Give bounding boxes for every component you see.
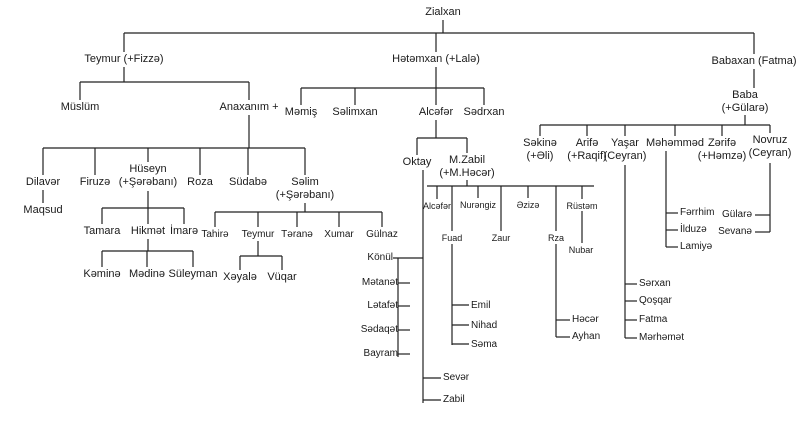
node-yasar: Yaşar (Ceyran): [603, 137, 647, 162]
node-kemine: Kəminə: [83, 268, 121, 280]
node-memmed: Məhəmməd: [645, 137, 705, 149]
node-suleyman: Süleyman: [168, 268, 218, 280]
node-konul: Könül: [367, 252, 393, 263]
node-hetemxan: Hətəmxan (+Lalə): [392, 53, 480, 65]
node-maqsud: Maqsud: [23, 204, 63, 216]
node-sekine: Səkinə (+Əli): [523, 137, 557, 162]
node-xeyale: Xəyalə: [223, 271, 257, 283]
node-nihad: Nihad: [471, 320, 498, 331]
node-letafet: Lətafət: [367, 300, 398, 311]
node-zerife: Zərifə (+Həmzə): [697, 137, 747, 162]
node-dilaver: Dilavər: [25, 176, 61, 188]
node-novruz: Novruz (Ceyran): [748, 134, 792, 159]
node-roza: Roza: [187, 176, 213, 188]
node-huseyn: Hüseyn (+Şərəbanı): [118, 163, 178, 188]
node-merhemet: Mərhəmət: [639, 332, 685, 343]
node-fatma: Fatma: [639, 314, 668, 325]
node-baba: Baba (+Gülarə): [721, 89, 769, 114]
node-medine: Mədinə: [128, 268, 166, 280]
node-vuqar: Vüqar: [267, 271, 297, 283]
node-nurengiz: Nurəngiz: [459, 200, 497, 210]
node-selimxan: Səlimxan: [332, 106, 378, 118]
node-terane: Təranə: [281, 229, 313, 240]
node-sever: Sevər: [443, 372, 470, 383]
node-ilduze: İlduzə: [680, 224, 707, 235]
node-seme: Səma: [471, 339, 498, 350]
node-selim: Səlim (+Şərəbanı): [275, 176, 335, 201]
node-ayhan: Ayhan: [572, 331, 601, 342]
node-firuze: Firuzə: [79, 176, 111, 188]
node-fuad: Fuad: [441, 233, 463, 243]
node-anaxanim: Anaxanım +: [219, 101, 279, 113]
node-bayram: Bayram: [363, 348, 398, 359]
node-zialxan: Zialxan: [425, 6, 461, 18]
node-lamiye: Lamiyə: [680, 241, 713, 252]
node-metanet: Mətanət: [361, 277, 398, 288]
node-teymur: Teymur (+Fizzə): [84, 53, 164, 65]
node-xumar: Xumar: [324, 229, 354, 240]
node-tahire: Tahirə: [201, 229, 229, 240]
node-hikmet: Hikmət: [130, 225, 166, 237]
node-imare: İmarə: [169, 225, 199, 237]
node-nubar: Nubar: [568, 245, 594, 255]
node-sudabe: Südabə: [229, 176, 267, 188]
node-gulare: Gülarə: [721, 209, 752, 220]
node-ezize: Əzizə: [516, 200, 540, 210]
node-oktay: Oktay: [402, 156, 432, 168]
node-sevane: Sevanə: [718, 226, 752, 237]
node-tamara: Tamara: [83, 225, 121, 237]
node-teymur2: Teymur: [241, 229, 275, 240]
node-arife: Arifə (+Raqif): [567, 137, 607, 162]
node-gulnaz: Gülnaz: [366, 229, 398, 240]
node-memis: Məmiş: [284, 106, 318, 118]
node-qosqar: Qoşqar: [639, 295, 672, 306]
node-serxan: Sərxan: [639, 278, 671, 289]
node-alcefer: Alcəfər: [418, 106, 454, 118]
node-muslum: Müslüm: [60, 101, 100, 113]
node-zaur: Zaur: [491, 233, 511, 243]
node-sedrxan: Sədrxan: [463, 106, 505, 118]
node-hecer: Həcər: [572, 314, 599, 325]
node-rustem: Rüstəm: [566, 201, 598, 211]
node-alcefer2: Alcəfər: [422, 201, 452, 211]
node-ferrahim: Fərrhim: [680, 207, 715, 218]
node-zabil: Zabil: [443, 394, 465, 405]
node-sedaqet: Sədaqət: [360, 324, 398, 335]
node-rza: Rza: [547, 233, 565, 243]
node-mzabil: M.Zabil (+M.Həcər): [439, 154, 495, 179]
node-babaxan: Babaxan (Fatma): [711, 55, 797, 67]
node-emil: Emil: [471, 300, 491, 311]
